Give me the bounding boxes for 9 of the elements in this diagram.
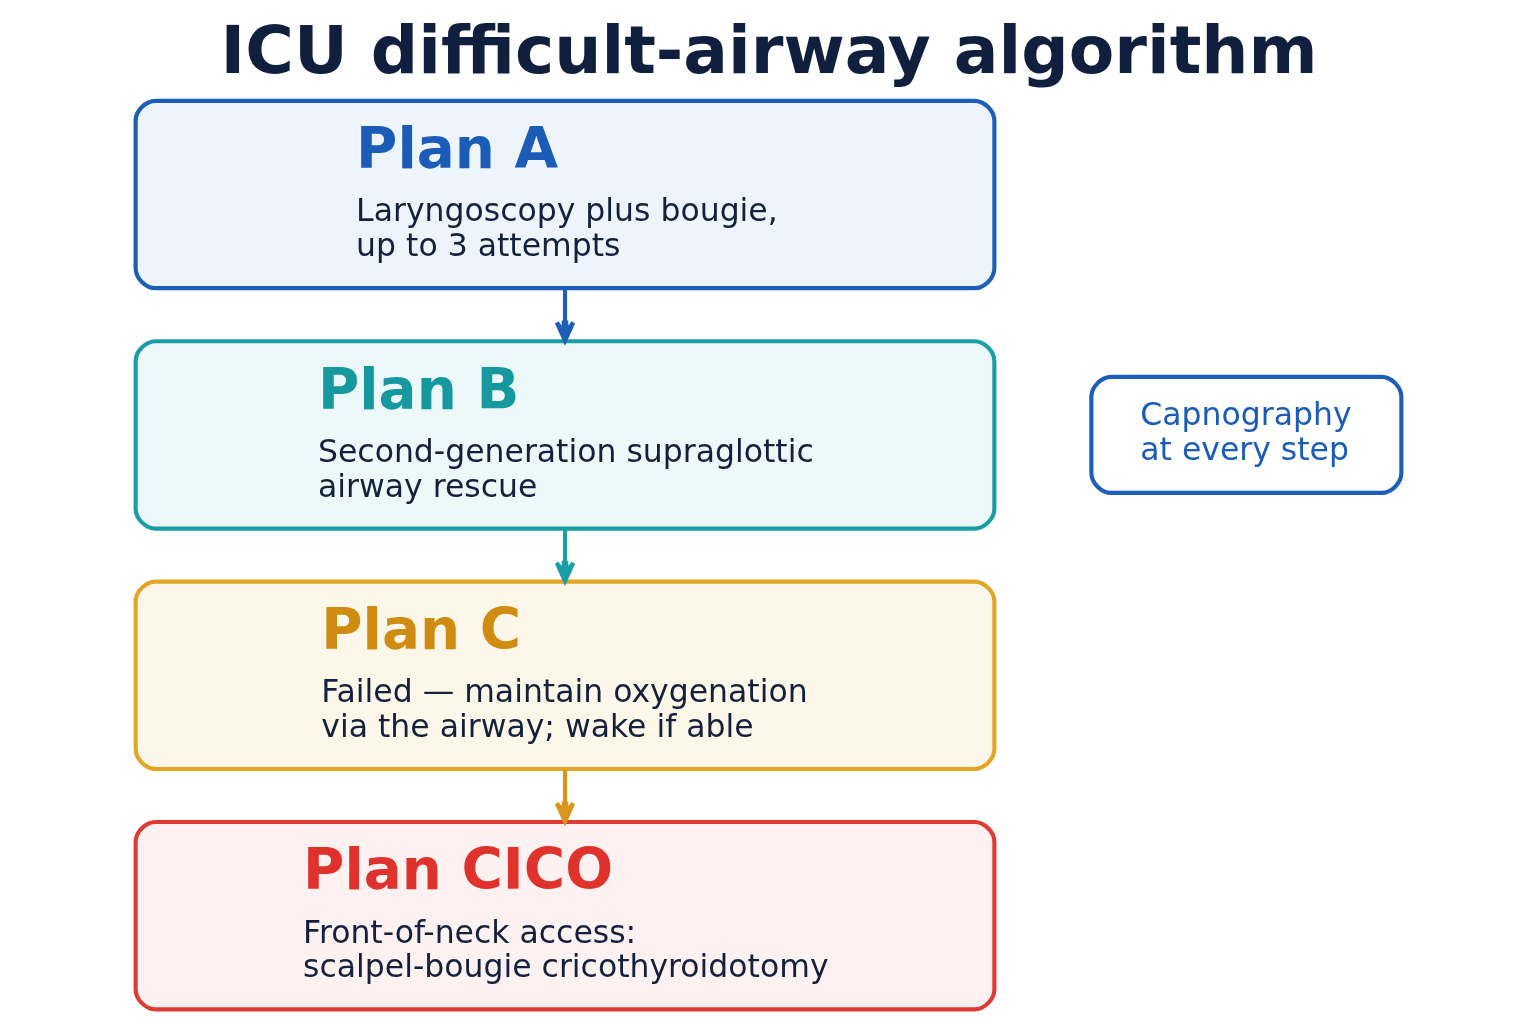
node-box: Plan CICO Front-of-neck access: scalpel-bougie cricothyroidotomy bbox=[133, 819, 996, 1012]
node-box: Plan C Failed — maintain oxygenation via the airway; wake if able bbox=[133, 579, 996, 772]
arrow bbox=[554, 769, 575, 824]
node-box: Plan B Second-generation supraglottic airway rescue bbox=[133, 339, 996, 531]
diagram-title: ICU difficult-airway algorithm bbox=[220, 10, 1318, 89]
arrow bbox=[554, 288, 575, 343]
node-box: Capnography at every step bbox=[1088, 374, 1403, 495]
arrow bbox=[554, 528, 575, 584]
node-box: Plan A Laryngoscopy plus bougie, up to 3 attempts bbox=[133, 98, 996, 291]
